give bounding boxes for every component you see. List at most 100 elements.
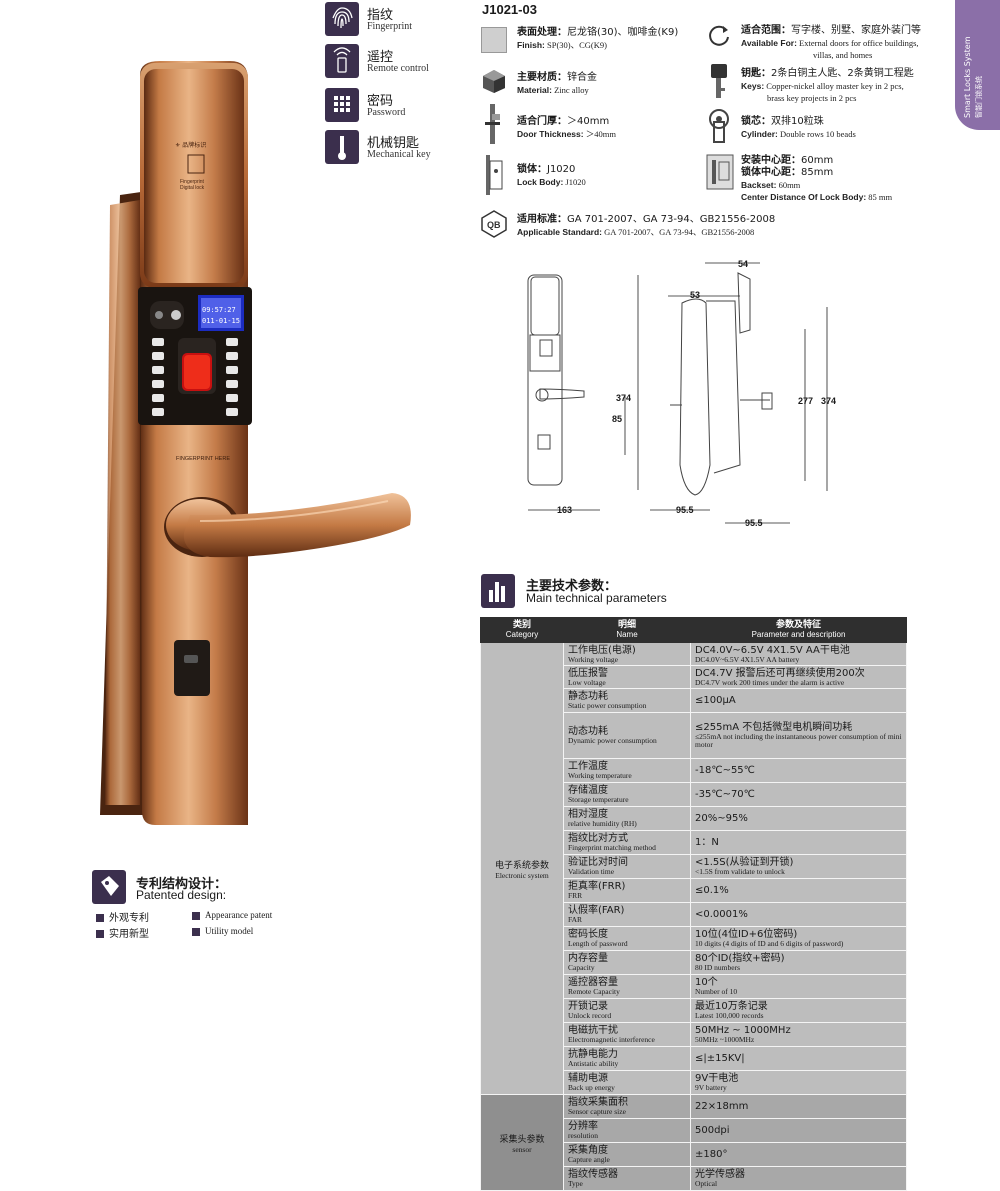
side-tab-zh: 智能门锁系统: [975, 76, 983, 118]
feature-key: 机械钥匙 Mechanical key: [325, 130, 465, 166]
side-tab-en: Smart Locks System: [963, 36, 972, 118]
dim-54: 54: [738, 259, 749, 269]
backset-icon: [706, 154, 734, 190]
svg-text:Digital lock: Digital lock: [180, 185, 205, 191]
feature-remote: 遥控 Remote control: [325, 44, 465, 80]
spec-backset: 安装中心距：60mm 锁体中心距：85mm Backset: 60mm Cent…: [741, 155, 893, 202]
spec-keys: 钥匙：2条白铜主人匙、2条黄铜工程匙 Keys: Copper-nickel a…: [741, 68, 914, 103]
value-cell: ≤255mA 不包括微型电机瞬间功耗≤255mA not including t…: [690, 712, 907, 759]
dim-277: 277: [798, 396, 814, 406]
qb-standard-icon: QB: [481, 210, 507, 238]
feature-label-en: Fingerprint: [367, 21, 412, 32]
lock-display-time: 09:57:27: [202, 306, 236, 314]
value-cell: 22×18mm: [690, 1094, 907, 1119]
table-row: 认假率(FAR)FAR<0.0001%: [481, 902, 907, 927]
value-cell: -35℃~70℃: [690, 782, 907, 807]
feature-label-en: Password: [367, 107, 406, 118]
value-cell: ≤0.1%: [690, 878, 907, 903]
feature-fingerprint: 指纹 Fingerprint: [325, 2, 465, 38]
spec-finish: 表面处理：尼龙铬(30)、咖啡金(K9) Finish: SP(30)、CG(K…: [517, 27, 679, 50]
spec-cylinder: 锁芯：双排10粒珠 Cylinder: Double rows 10 beads: [741, 116, 856, 139]
dim-width: 163: [557, 505, 573, 515]
tech-params-title-zh: 主要技术参数：: [526, 579, 618, 594]
value-cell: 20%~95%: [690, 806, 907, 831]
value-cell: 500dpi: [690, 1118, 907, 1143]
dim-height-front: 374: [616, 393, 632, 403]
fingerprint-icon: [325, 2, 359, 36]
spec-available-for: 适合范围：写字楼、别墅、家庭外装门等 Available For: Extern…: [741, 25, 921, 60]
value-cell: 1：N: [690, 830, 907, 855]
patent-tag-icon: [92, 870, 126, 904]
dim-53: 53: [690, 290, 701, 300]
name-cell: 工作电压(电源)Working voltage: [563, 642, 691, 666]
value-cell: ±180°: [690, 1142, 907, 1167]
spec-lock-body: 锁体：J1020 Lock Body: J1020: [517, 164, 586, 187]
patent-title-en: Patented design:: [136, 888, 227, 902]
lock-brand-text: FINGERPRINT HERE: [176, 456, 230, 462]
dim-95-5-a: 95.5: [676, 505, 694, 515]
dim-85: 85: [612, 414, 623, 424]
feature-label-zh: 遥控: [367, 50, 394, 65]
feature-label-en: Mechanical key: [367, 149, 431, 160]
key-spec-icon: [711, 64, 727, 98]
feature-label-en: Remote control: [367, 63, 429, 74]
name-cell: 拒真率(FRR)FRR: [563, 878, 691, 903]
dim-95-5-b: 95.5: [745, 518, 763, 528]
dim-374-side: 374: [821, 396, 837, 406]
remote-icon: [325, 44, 359, 78]
patent-item-en: Appearance patent: [192, 910, 272, 920]
finish-swatch-icon: [481, 27, 507, 53]
feature-password: 密码 Password: [325, 88, 465, 124]
spec-standard: 适用标准：GA 701-2007、GA 73-94、GB21556-2008 A…: [517, 214, 776, 237]
svg-text:Fingerprint: Fingerprint: [180, 179, 205, 185]
key-icon: [325, 130, 359, 164]
svg-text:⚜ 品牌标识: ⚜ 品牌标识: [175, 141, 206, 149]
feature-label-zh: 机械钥匙: [367, 136, 420, 151]
value-cell: <0.0001%: [690, 902, 907, 927]
keypad-icon: [325, 88, 359, 122]
patent-item: 外观专利: [96, 909, 149, 924]
table-row: 拒真率(FRR)FRR≤0.1%: [481, 878, 907, 903]
cylinder-icon: [709, 109, 729, 143]
